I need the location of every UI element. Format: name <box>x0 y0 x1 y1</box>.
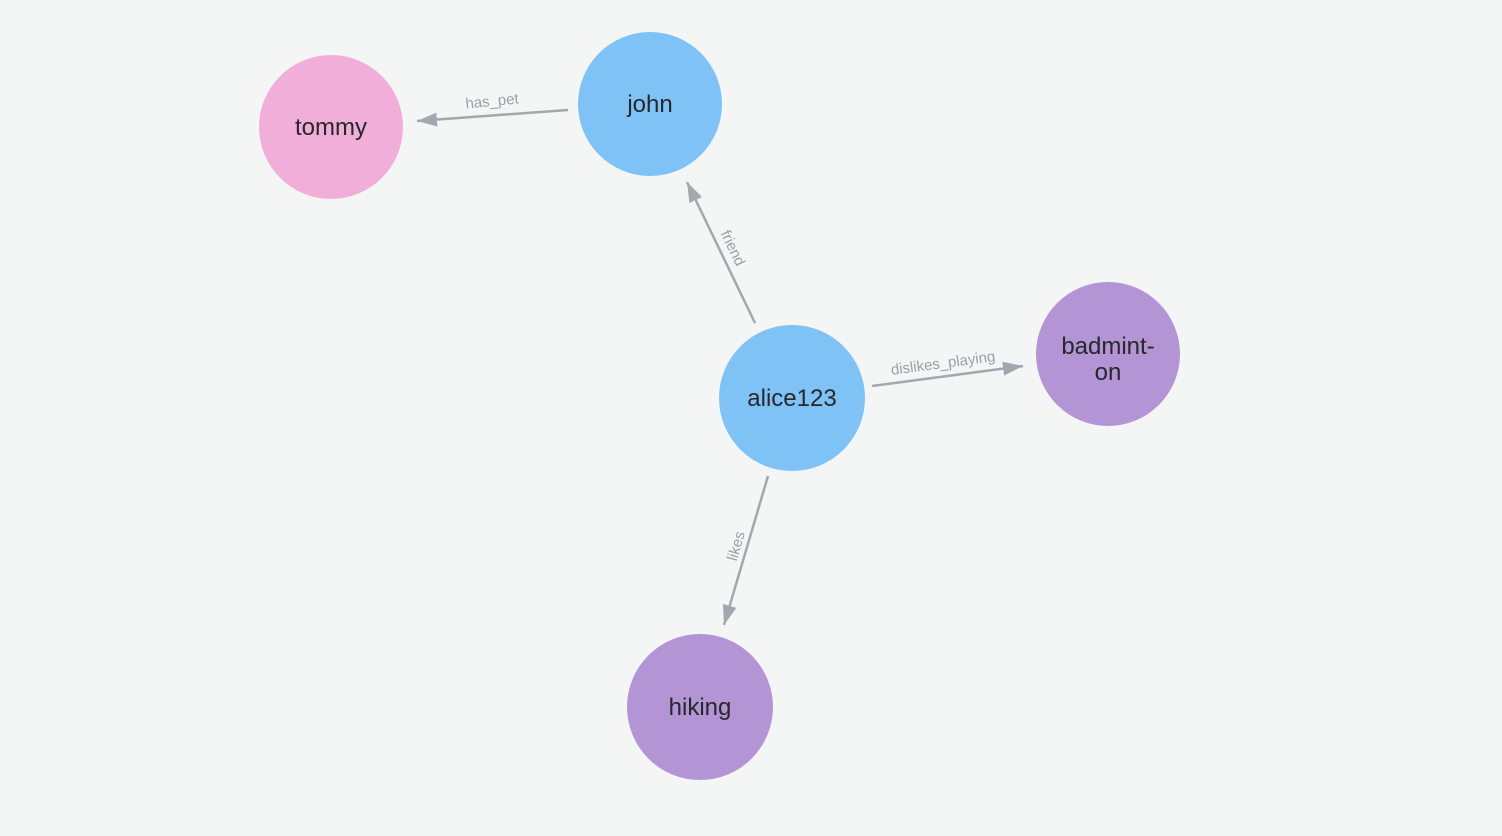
node-tommy[interactable]: tommy <box>259 55 403 199</box>
edge-label-has-pet[interactable]: has_pet <box>465 90 521 112</box>
node-john[interactable]: john <box>578 32 722 176</box>
edge-has-pet: has_pet <box>416 90 569 127</box>
edge-line-has-pet[interactable] <box>416 108 569 127</box>
node-circle-hiking[interactable] <box>627 634 773 780</box>
edge-line-friend[interactable] <box>685 181 757 324</box>
node-circle-tommy[interactable] <box>259 55 403 199</box>
nodes-layer: tommy john alice123 badmint- on hiking <box>259 32 1180 780</box>
node-circle-badminton[interactable] <box>1036 282 1180 426</box>
node-circle-john[interactable] <box>578 32 722 176</box>
node-alice123[interactable]: alice123 <box>719 325 865 471</box>
node-badminton[interactable]: badmint- on <box>1036 282 1180 426</box>
node-hiking[interactable]: hiking <box>627 634 773 780</box>
edge-line-dislikes-playing[interactable] <box>871 361 1024 388</box>
edge-line-likes[interactable] <box>722 475 770 626</box>
node-circle-alice123[interactable] <box>719 325 865 471</box>
